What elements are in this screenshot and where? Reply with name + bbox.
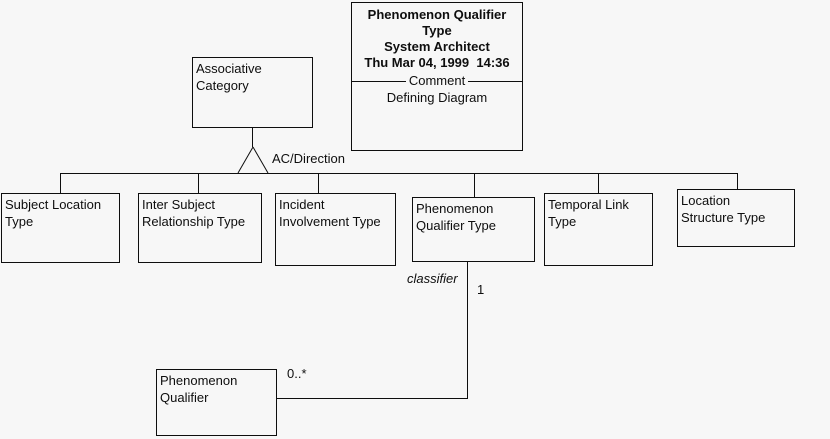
association-role-label: classifier <box>407 271 458 286</box>
connector-drop-1 <box>60 173 61 193</box>
node-label-line: Qualifier <box>160 390 209 405</box>
node-label-line: Incident <box>279 197 325 212</box>
diagram-comment: Defining Diagram <box>386 90 488 105</box>
connector-drop-5 <box>598 173 599 193</box>
node-label-line: Relationship Type <box>142 214 246 229</box>
node-label-line: Type <box>548 214 577 229</box>
node-subject-location-type[interactable]: Subject Location Type <box>1 193 120 263</box>
comment-separator-label: Comment <box>408 73 466 88</box>
association-line-horizontal <box>277 398 468 399</box>
node-phenomenon-qualifier-type[interactable]: Phenomenon Qualifier Type <box>412 197 535 262</box>
node-label-line: Phenomenon <box>160 373 238 388</box>
node-label-line: Structure Type <box>681 210 766 225</box>
node-incident-involvement-type[interactable]: Incident Involvement Type <box>275 193 396 266</box>
connector-bus-line <box>60 173 738 174</box>
diagram-header-box[interactable]: Phenomenon Qualifier Type System Archite… <box>351 2 523 151</box>
node-associative-category[interactable]: Associative Category <box>192 57 313 128</box>
node-label-line: Type <box>5 214 34 229</box>
diagram-title-line1: Phenomenon Qualifier <box>367 7 507 22</box>
node-label-line: Inter Subject <box>142 197 215 212</box>
connector-drop-6 <box>737 173 738 189</box>
multiplicity-target: 0..* <box>287 366 307 381</box>
node-phenomenon-qualifier[interactable]: Phenomenon Qualifier <box>156 369 277 436</box>
node-location-structure-type[interactable]: Location Structure Type <box>677 189 795 247</box>
comment-separator: Comment <box>352 73 523 89</box>
association-line-vertical <box>467 262 468 398</box>
node-label-line: Phenomenon <box>416 201 494 216</box>
node-label-line: Qualifier Type <box>416 218 496 233</box>
connector-drop-2 <box>198 173 199 193</box>
connector-parent-stem <box>252 128 253 147</box>
connector-drop-4 <box>474 173 475 197</box>
node-label-line: Category <box>196 78 249 93</box>
node-label-line: Associative <box>196 61 262 76</box>
connector-drop-3 <box>318 173 319 193</box>
node-label-line: Involvement Type <box>279 214 381 229</box>
node-temporal-link-type[interactable]: Temporal Link Type <box>544 193 653 266</box>
separator-rule-left <box>352 80 406 82</box>
node-label-line: Location <box>681 193 731 208</box>
node-label-line: Temporal Link <box>548 197 629 212</box>
separator-rule-right <box>468 80 523 82</box>
multiplicity-source: 1 <box>477 282 485 297</box>
diagram-tool-name: System Architect <box>384 39 490 54</box>
node-inter-subject-relationship-type[interactable]: Inter Subject Relationship Type <box>138 193 262 263</box>
node-label-line: Subject Location <box>5 197 102 212</box>
branch-label: AC/Direction <box>272 151 345 166</box>
fork-triangle-icon <box>237 146 269 174</box>
diagram-timestamp: Thu Mar 04, 1999 14:36 <box>364 55 510 70</box>
diagram-title-line2: Type <box>422 23 452 38</box>
